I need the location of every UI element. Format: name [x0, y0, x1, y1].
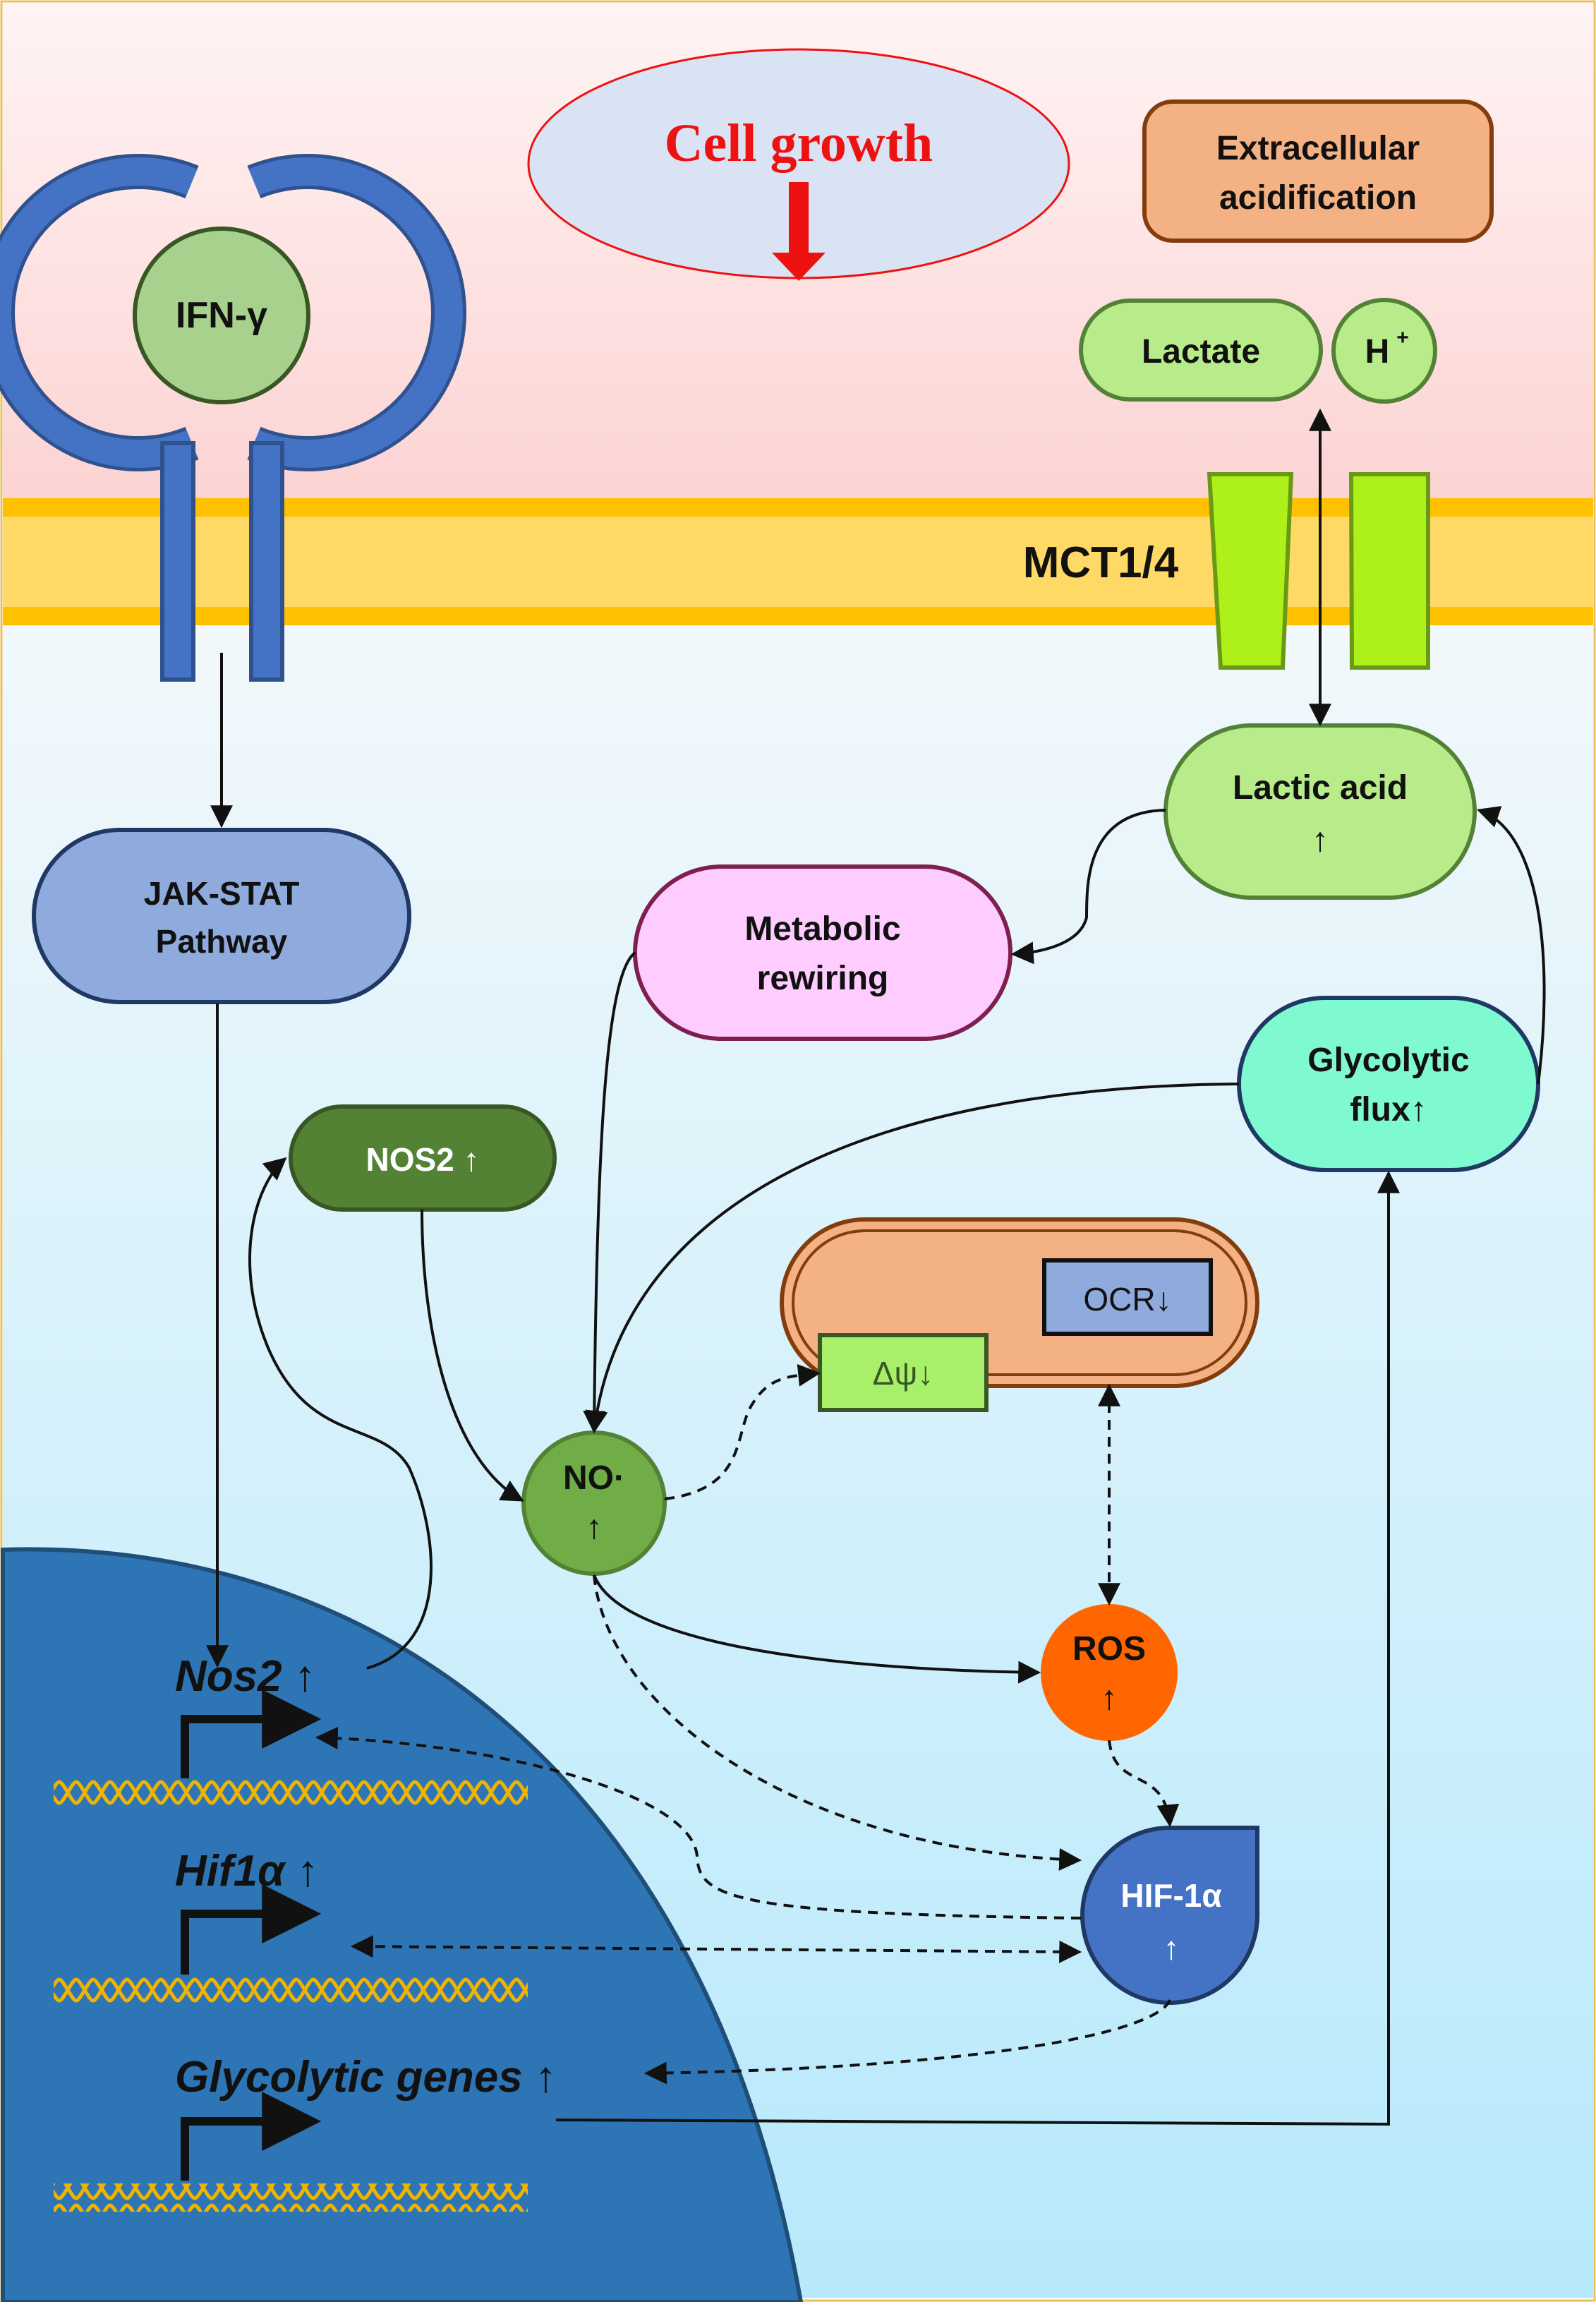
nos2-gene-label: Nos2 ↑ [175, 1652, 316, 1701]
lactate-node: Lactate [1079, 299, 1323, 402]
svg-text:Δψ↓: Δψ↓ [873, 1355, 934, 1392]
ifn-receptor [0, 154, 466, 682]
svg-text:H: H [1365, 333, 1390, 370]
arrow-nos2-gene-to-protein [248, 1157, 433, 1670]
promoter-arrow-icon [181, 1884, 322, 1975]
svg-text:OCR↓: OCR↓ [1083, 1281, 1171, 1318]
arrow-ros-to-hif [1108, 1740, 1180, 1828]
glycolytic-flux-node: Glycolytic flux↑ [1237, 996, 1540, 1172]
arrow-hif-to-glycolytic-genes [643, 1999, 1171, 2085]
arrow-hif-to-nos2-gene [315, 1726, 1082, 1920]
svg-text:↑: ↑ [1163, 1929, 1180, 1966]
svg-text:+: + [1396, 326, 1409, 349]
dashed-connectors [315, 1363, 1180, 2085]
nos2-protein-node: NOS2 ↑ [289, 1104, 557, 1212]
title: Cell growth [665, 114, 933, 173]
metabolic-rewiring-node: Metabolic rewiring [633, 864, 1012, 1041]
svg-text:↑: ↑ [586, 1509, 603, 1546]
svg-text:ROS: ROS [1072, 1630, 1146, 1668]
arrow-metabolic-to-no [583, 951, 636, 1434]
arrow-glycolytic-to-no [585, 1083, 1240, 1434]
arrow-no-to-ros [593, 1574, 1041, 1684]
nitric-oxide-node: NO· ↑ [521, 1430, 667, 1576]
jak-stat-node: JAK-STAT Pathway [32, 828, 411, 1004]
svg-text:acidification: acidification [1219, 179, 1417, 217]
svg-text:NO·: NO· [563, 1459, 625, 1497]
arrow-no-to-mitochondria [664, 1363, 821, 1500]
solid-connectors [206, 408, 1546, 2126]
svg-text:Lactate: Lactate [1142, 333, 1260, 370]
arrow-glycolytic-to-lactic [1476, 806, 1546, 1085]
nucleus [1, 1547, 804, 2302]
glycolytic-genes-label: Glycolytic genes ↑ [175, 2053, 557, 2102]
svg-text:Lactic acid: Lactic acid [1233, 769, 1408, 807]
arrow-no-to-hif [593, 1574, 1082, 1871]
svg-text:↑: ↑ [1312, 821, 1329, 859]
svg-text:Glycolytic: Glycolytic [1307, 1042, 1469, 1079]
down-arrow-icon [772, 182, 826, 281]
mitochondrion: OCR↓ Δψ↓ [780, 1217, 1259, 1412]
promoter-arrow-icon [181, 1689, 322, 1778]
arrow-hif-to-hif-gene [350, 1935, 1082, 1963]
svg-text:flux↑: flux↑ [1350, 1091, 1427, 1128]
svg-text:Pathway: Pathway [156, 923, 288, 960]
promoter-arrow-icon [181, 2092, 322, 2181]
dna-strand-hif1a [54, 1977, 528, 2006]
cell-growth-indicator: Cell growth [527, 48, 1070, 281]
mct-label: MCT1/4 [1023, 538, 1179, 587]
arrow-lactic-to-metabolic [1010, 809, 1166, 965]
svg-text:↑: ↑ [1101, 1680, 1118, 1717]
hif1a-protein-node: HIF-1α ↑ [1080, 1826, 1260, 2005]
ros-node: ROS ↑ [1041, 1604, 1178, 1741]
svg-text:NOS2 ↑: NOS2 ↑ [365, 1141, 479, 1178]
svg-text:Extracellular: Extracellular [1216, 130, 1420, 167]
svg-text:rewiring: rewiring [757, 960, 889, 997]
mct-transporter [1207, 472, 1430, 670]
svg-text:IFN-γ: IFN-γ [176, 295, 267, 336]
arrow-nos2-to-no [421, 1209, 524, 1502]
dna-strand-nos2 [54, 1780, 528, 1808]
dna-strand-glycolytic [54, 2183, 528, 2212]
hif1a-gene-label: Hif1α ↑ [175, 1847, 319, 1896]
proton-node: H + [1331, 298, 1437, 404]
svg-text:JAK-STAT: JAK-STAT [144, 875, 300, 912]
ocr-box [1042, 1258, 1213, 1336]
svg-text:Metabolic: Metabolic [744, 910, 900, 948]
ifn-gamma-ligand: IFN-γ [133, 227, 310, 404]
extracellular-acidification-box: Extracellular acidification [1142, 100, 1494, 243]
arrow-genes-to-glycolytic-flux [555, 1170, 1400, 2126]
svg-text:HIF-1α: HIF-1α [1120, 1877, 1221, 1914]
lactic-acid-node: Lactic acid ↑ [1163, 723, 1477, 900]
